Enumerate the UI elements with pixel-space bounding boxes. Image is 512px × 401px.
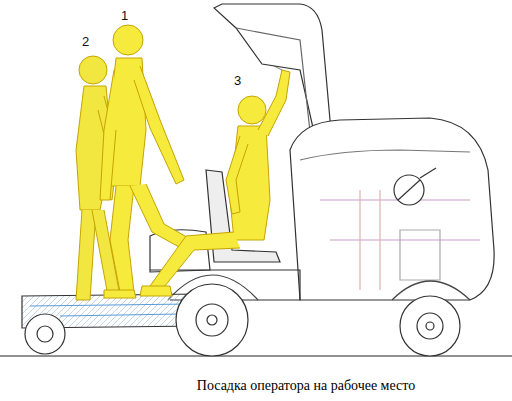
vehicle-body-part: [400, 230, 440, 280]
callout-leader: [274, 66, 282, 70]
wheels-part: [176, 284, 248, 356]
callout-number: 2: [82, 35, 89, 48]
operator-figure: [140, 70, 290, 296]
mowing-deck-part: [60, 314, 180, 316]
steering-wheel: [394, 168, 436, 205]
vehicle-body-part: [300, 150, 470, 160]
vehicle-body-part: [330, 239, 480, 240]
operator-figure-part: [226, 136, 248, 214]
wheels-part: [426, 322, 434, 330]
operator-figure-part: [100, 70, 116, 200]
steering-wheel-part: [420, 168, 436, 178]
wheels-part: [196, 304, 228, 336]
operator-figure-part: [110, 186, 134, 292]
operator-figure-part: [140, 286, 172, 296]
operator-figure-part: [258, 70, 290, 136]
callout-number: 1: [121, 9, 128, 22]
callout-number: 3: [234, 74, 241, 87]
operator-figure-part: [150, 232, 240, 292]
operator-figure-part: [134, 66, 184, 184]
vehicle-body: [150, 4, 494, 300]
operator-figure-part: [76, 210, 96, 300]
vehicle-body-part: [360, 190, 380, 290]
wheels-part: [400, 296, 460, 356]
operator-figure-part: [113, 25, 143, 55]
callout-leader-part: [274, 66, 282, 70]
wheels-part: [207, 315, 217, 325]
operator-figure-part: [104, 290, 136, 298]
vehicle-body-part: [290, 118, 494, 300]
figure-caption: Посадка оператора на рабочее место: [197, 378, 415, 394]
wheels-part: [417, 313, 443, 339]
wheels-part: [37, 326, 53, 342]
steering-wheel-part: [394, 175, 424, 205]
operator-figure-part: [79, 56, 107, 84]
operator-figure-part: [238, 96, 266, 124]
vehicle-body-part: [320, 199, 470, 200]
mowing-deck-part: [30, 304, 190, 306]
wheels-part: [25, 314, 65, 354]
steering-wheel-part: [398, 180, 420, 200]
